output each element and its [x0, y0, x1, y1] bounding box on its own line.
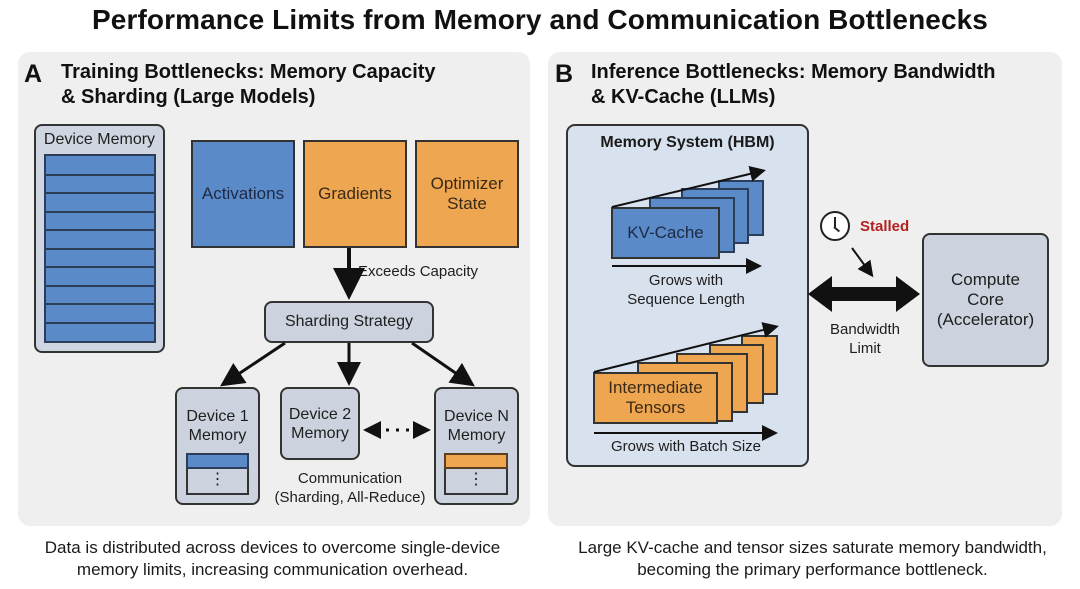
device-n-label: Device N	[444, 408, 509, 425]
intermediate-tensors-block: Intermediate Tensors	[593, 372, 718, 424]
panel-b-title: Inference Bottlenecks: Memory Bandwidth …	[591, 60, 996, 110]
device-memory-row-divider	[46, 192, 154, 194]
panel-b-title-line1: Inference Bottlenecks: Memory Bandwidth	[591, 61, 996, 83]
panel-b-caption: Large KV-cache and tensor sizes saturate…	[540, 537, 1080, 581]
panel-b-caption-line2: becoming the primary performance bottlen…	[637, 560, 988, 579]
activations-label: Activations	[201, 184, 285, 203]
device-memory-row-divider	[46, 266, 154, 268]
device-memory-row-divider	[46, 247, 154, 250]
device-memory-label: Device Memory	[43, 131, 156, 148]
panel-a-caption-line2: memory limits, increasing communication …	[76, 560, 469, 579]
device-n-sublabel: Memory	[447, 427, 506, 444]
device-memory-stack	[44, 154, 156, 343]
bandwidth-line1: Bandwidth	[829, 321, 901, 338]
kv-growth-line1: Grows with	[648, 272, 724, 289]
stalled-label: Stalled	[860, 218, 910, 235]
kv-growth-line2: Sequence Length	[627, 291, 745, 308]
bandwidth-line2: Limit	[849, 340, 881, 357]
device-2-label: Device 2	[288, 405, 352, 423]
panel-b-title-line2: & KV-Cache (LLMs)	[591, 86, 776, 108]
shard-arrow-device-1	[220, 341, 286, 387]
exceeds-capacity-label: Exceeds Capacity	[358, 263, 479, 280]
device-memory-row-divider	[46, 210, 154, 213]
communication-line2: (Sharding, All-Reduce)	[274, 489, 426, 506]
shard-arrow-device-n	[411, 341, 475, 387]
compute-label-line3: (Accelerator)	[936, 310, 1035, 329]
batch-growth-label: Grows with Batch Size	[610, 438, 762, 455]
optimizer-label-line1: Optimizer	[430, 174, 504, 193]
kv-growth-label: Grows with Sequence Length	[612, 271, 760, 309]
bandwidth-double-arrow	[808, 276, 920, 312]
device-memory-row-divider	[46, 303, 154, 305]
panel-a-title: Training Bottlenecks: Memory Capacity & …	[61, 60, 436, 110]
panel-a-title-line2: & Sharding (Large Models)	[61, 86, 316, 108]
sharding-strategy-label: Sharding Strategy	[284, 313, 414, 330]
compute-core-box: Compute Core (Accelerator)	[922, 233, 1049, 367]
panel-a-caption-line1: Data is distributed across devices to ov…	[44, 538, 501, 557]
panel-a-letter: A	[24, 60, 43, 88]
sharding-strategy-box: Sharding Strategy	[264, 301, 434, 343]
device-n-memory: Device N Memory	[434, 387, 519, 505]
compute-label-line1: Compute	[951, 270, 1020, 289]
device-2-sublabel: Memory	[291, 424, 349, 442]
panel-a-title-line1: Training Bottlenecks: Memory Capacity	[61, 61, 436, 83]
clock-icon	[820, 211, 850, 241]
kv-cache-block: KV-Cache	[611, 207, 720, 259]
device-memory-row-divider	[46, 229, 154, 231]
device-memory-row-divider	[46, 321, 154, 324]
activations-block: Activations	[191, 140, 295, 248]
device-1-sublabel: Memory	[188, 427, 247, 444]
communication-line1: Communication	[297, 470, 403, 487]
bandwidth-limit-label: Bandwidth Limit	[818, 320, 912, 358]
device-1-ellipsis: ⋮	[186, 469, 249, 495]
device-1-shard	[186, 453, 249, 469]
communication-label: Communication (Sharding, All-Reduce)	[265, 469, 435, 507]
device-n-ellipsis: ⋮	[444, 469, 508, 495]
stalled-pointer-arrow	[851, 247, 874, 278]
kv-growth-diagonal	[611, 166, 766, 208]
device-n-shard	[444, 453, 508, 469]
device-1-label: Device 1	[186, 408, 249, 425]
tensor-growth-diagonal	[593, 322, 779, 373]
memory-system-label: Memory System (HBM)	[600, 134, 775, 151]
device-1-memory: Device 1 Memory	[175, 387, 260, 505]
device-memory-container: Device Memory	[34, 124, 165, 353]
device-memory-row-divider	[46, 284, 154, 287]
gradients-label: Gradients	[318, 184, 392, 203]
kv-cache-label: KV-Cache	[627, 223, 704, 242]
figure-title: Performance Limits from Memory and Commu…	[92, 4, 988, 35]
compute-label-line2: Core	[967, 290, 1004, 309]
device-memory-row-divider	[46, 173, 154, 176]
gradients-block: Gradients	[303, 140, 407, 248]
panel-b-caption-line1: Large KV-cache and tensor sizes saturate…	[578, 538, 1047, 557]
optimizer-state-block: Optimizer State	[415, 140, 519, 248]
panel-b-letter: B	[555, 60, 574, 88]
panel-a-caption: Data is distributed across devices to ov…	[0, 537, 545, 581]
tensors-label-line1: Intermediate	[608, 378, 703, 397]
tensors-label-line2: Tensors	[625, 398, 686, 417]
optimizer-label-line2: State	[447, 194, 487, 213]
